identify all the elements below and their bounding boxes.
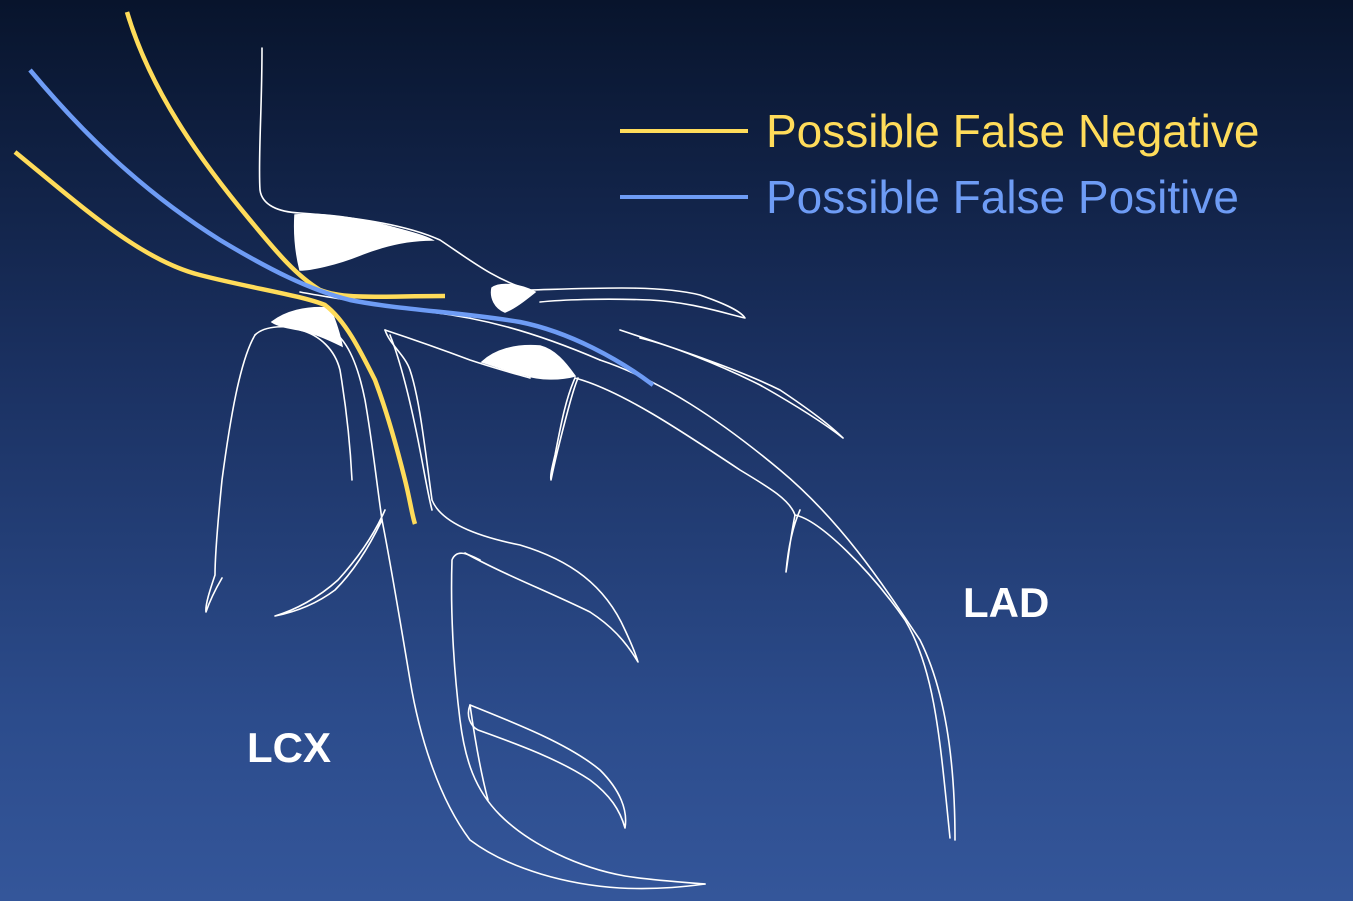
lesion-mid [482,346,575,379]
legend-item-false-negative: Possible False Negative [620,101,1259,161]
false-negative-line-lower [15,152,415,524]
obtuse-marginal [468,705,625,828]
ramus-branch-inner [255,327,352,480]
lcx-trunk-left [320,325,705,889]
lcx-trunk-right [390,335,432,510]
legend-swatch-false-negative [620,129,748,133]
lesion-left-main [295,214,432,270]
lad-inner-wall [575,378,950,838]
false-negative-paths [15,12,445,524]
lcx-inner-return [452,553,705,884]
diagonal-branch-1 [530,288,745,318]
legend-swatch-false-positive [620,195,748,199]
ramus-branch-outer [206,335,255,612]
legend-label-false-negative: Possible False Negative [766,108,1259,154]
lcx-small-branch [275,510,385,616]
lad-label: LAD [963,582,1049,624]
lcx-outer-wall [385,330,638,662]
septal-branch [551,378,578,480]
legend-label-false-positive: Possible False Positive [766,174,1239,220]
false-negative-line-upper [127,12,445,297]
lad-outer-wall [600,360,955,840]
lesion-diagonal [492,285,535,312]
lad-branch [786,510,800,572]
legend-item-false-positive: Possible False Positive [620,167,1239,227]
lcx-label: LCX [247,727,331,769]
